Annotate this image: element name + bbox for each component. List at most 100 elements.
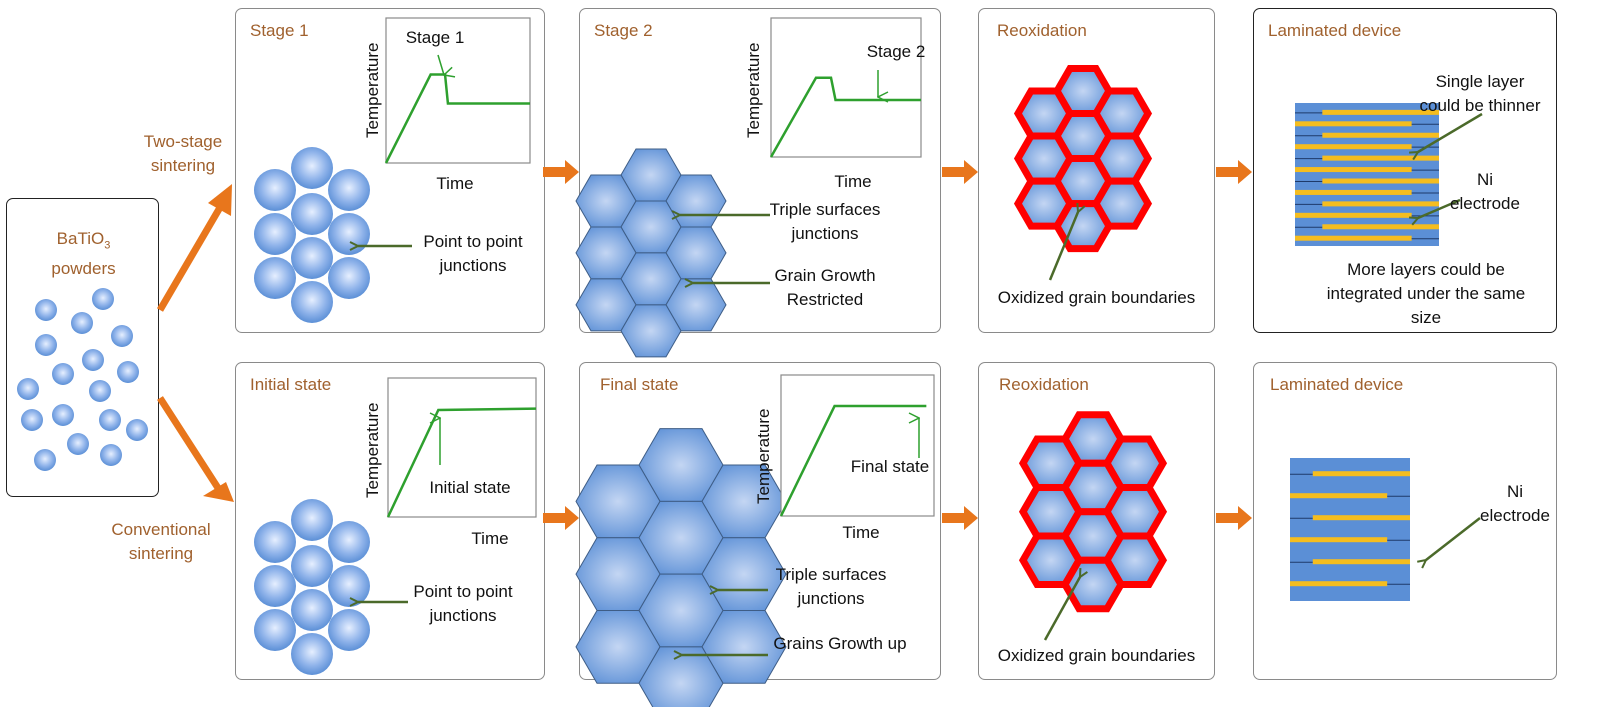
grain-sphere [254, 521, 296, 563]
ni-electrode [1322, 224, 1439, 230]
initial-chart-curve [386, 407, 537, 518]
ni-electrode [1322, 178, 1439, 184]
grain-sphere [291, 633, 333, 675]
powder-particle [126, 419, 148, 441]
sphere-clusters [254, 147, 370, 675]
grain-sphere [328, 257, 370, 299]
chart-ylabel: Temperature [744, 42, 763, 138]
stage2-chart-curve [769, 76, 921, 158]
powder-particle [92, 288, 114, 310]
grain-sphere [254, 609, 296, 651]
stage1-chart-frame [385, 17, 531, 164]
dielectric-block [1290, 458, 1410, 601]
callout-oxidized-boundaries: Oxidized grain boundaries [997, 646, 1196, 665]
arrow-head [203, 482, 234, 502]
powder-particle [34, 449, 56, 471]
chart-xlabel: Time [834, 172, 872, 191]
grain-sphere [254, 565, 296, 607]
flow-arrow [1216, 160, 1252, 184]
grain-sphere [291, 147, 333, 189]
ni-electrode [1295, 121, 1412, 127]
grain-sphere [291, 545, 333, 587]
grain-sphere [328, 169, 370, 211]
grain-sphere [254, 213, 296, 255]
chart-annotation: Stage 2 [866, 42, 926, 61]
panel-title: Stage 1 [250, 21, 309, 40]
powder-particle [67, 433, 89, 455]
chart-ylabel: Temperature [363, 402, 382, 498]
chart-ylabel: Temperature [363, 42, 382, 138]
ni-electrode [1295, 144, 1412, 150]
route-arrows [156, 184, 234, 502]
chart-annotation: Stage 1 [405, 28, 465, 47]
grain-hex [638, 646, 724, 707]
pointer-arrow [1418, 112, 1483, 152]
hex-clusters [575, 65, 1168, 707]
final-chart-frame [780, 374, 935, 517]
temperature-charts [384, 17, 935, 518]
ni-electrode [1312, 559, 1410, 565]
laminated-devices [1290, 103, 1439, 601]
grain-sphere [328, 521, 370, 563]
grain-sphere [291, 589, 333, 631]
grain-sphere [328, 609, 370, 651]
powder-particle [21, 409, 43, 431]
ni-electrode [1295, 212, 1412, 218]
chart-xlabel: Time [436, 174, 474, 193]
panel-title: Laminated device [1270, 375, 1404, 394]
powder-particle [35, 299, 57, 321]
grain-sphere [291, 193, 333, 235]
stage2-chart-frame [770, 17, 922, 158]
grain-sphere [328, 565, 370, 607]
grain-sphere [291, 237, 333, 279]
powder-particle [52, 404, 74, 426]
flow-arrow [543, 160, 579, 184]
ni-electrode [1312, 515, 1410, 521]
panel-title: Initial state [250, 375, 332, 394]
powder-particle [82, 349, 104, 371]
powders-label: BaTiO3 powders [51, 229, 116, 279]
final-chart-curve [779, 404, 927, 517]
pointer-arrow [1426, 517, 1481, 560]
panel-title: Reoxidation [997, 21, 1087, 40]
grain-sphere [254, 257, 296, 299]
callout-oxidized-boundaries: Oxidized grain boundaries [997, 288, 1196, 307]
powder-particles [17, 288, 148, 471]
powder-particle [17, 378, 39, 400]
panel-title: Laminated device [1268, 21, 1402, 40]
ni-electrode [1290, 537, 1388, 543]
grain-sphere [254, 169, 296, 211]
panel-title: Stage 2 [594, 21, 653, 40]
route-arrow-conventional [157, 396, 221, 490]
arrow-head [208, 184, 232, 216]
chart-annotation: Initial state [429, 478, 511, 497]
powder-particle [100, 444, 122, 466]
ni-electrode [1312, 471, 1410, 477]
pointer-arrow [1048, 212, 1078, 281]
grain-sphere [291, 281, 333, 323]
ni-electrode [1322, 132, 1439, 138]
powder-particle [89, 380, 111, 402]
powder-particle [71, 312, 93, 334]
flow-arrow [942, 160, 978, 184]
grain-sphere [328, 213, 370, 255]
chart-annotation: Final state [850, 457, 930, 476]
flow-arrows [543, 160, 1252, 530]
ni-electrode [1290, 581, 1388, 587]
flow-arrow [543, 506, 579, 530]
initial-chart-frame [387, 377, 537, 518]
chart-xlabel: Time [842, 523, 880, 542]
powder-particle [111, 325, 133, 347]
oxidized-grain [1060, 556, 1126, 613]
